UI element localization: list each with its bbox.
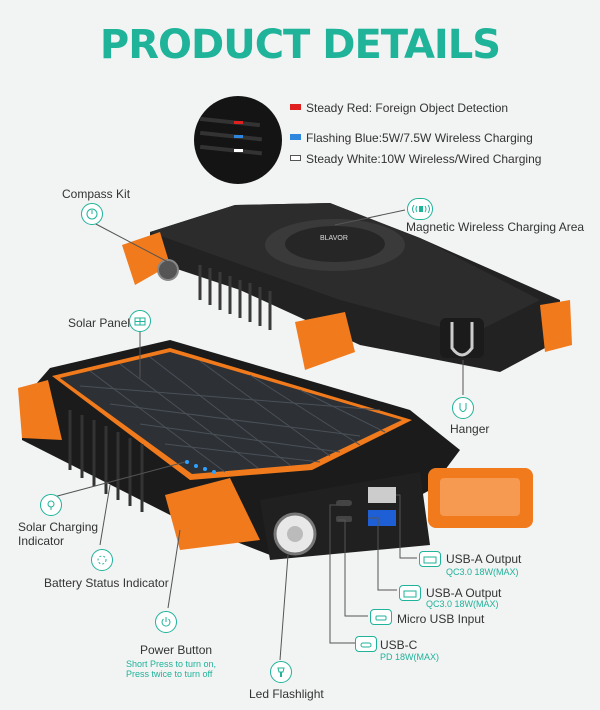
red-indicator-swatch <box>290 104 301 110</box>
usb-c-icon <box>355 636 377 652</box>
micro-usb-port-icon <box>336 516 352 522</box>
power-note-line-2: Press twice to turn off <box>126 669 213 679</box>
blue-indicator-swatch <box>290 134 301 140</box>
magnetic-area-label: Magnetic Wireless Charging Area <box>406 220 585 234</box>
brand-text: BLAVOR <box>320 235 348 242</box>
hanger-callout-icon <box>452 397 474 419</box>
wireless-charging-icon <box>407 198 433 220</box>
power-note-line-1: Short Press to turn on, <box>126 659 217 669</box>
usb-c-port-icon <box>336 500 352 506</box>
solar-charging-indicator-label-2: Indicator <box>18 534 65 548</box>
powerbank-back: BLAVOR <box>122 203 572 372</box>
power-button-label: Power Button <box>140 643 213 657</box>
hanger-label: Hanger <box>450 422 490 436</box>
blue-led-icon <box>234 135 243 138</box>
solar-panel-label: Solar Panel <box>68 316 131 330</box>
power-button-icon <box>155 611 177 633</box>
usb-c-label: USB-C <box>380 638 418 652</box>
white-led-icon <box>234 149 243 152</box>
usb-a-output-1-icon <box>419 551 441 567</box>
led-flashlight-label: Led Flashlight <box>249 687 324 701</box>
usb-a-output-1-label: USB-A Output <box>446 552 522 566</box>
usb-a-output-2-spec: QC3.0 18W(MAX) <box>426 599 499 609</box>
red-led-icon <box>234 121 243 124</box>
battery-status-indicator-icon <box>91 549 113 571</box>
usb-c-spec: PD 18W(MAX) <box>380 652 440 662</box>
solar-charging-indicator-icon <box>40 494 62 516</box>
white-indicator-swatch <box>290 155 301 161</box>
usb-a-output-1-spec: QC3.0 18W(MAX) <box>446 567 519 577</box>
usb-a-port-2-icon <box>368 510 396 526</box>
white-indicator-label: Steady White:10W Wireless/Wired Charging <box>306 152 542 166</box>
usb-a-output-2-icon <box>399 585 421 601</box>
compass-kit-icon <box>81 203 103 225</box>
micro-usb-input-icon <box>370 609 392 625</box>
page-title: PRODUCT DETAILS <box>99 22 501 68</box>
powerbank-front <box>18 340 533 560</box>
micro-usb-input-label: Micro USB Input <box>397 612 485 626</box>
hanger-icon <box>450 322 474 357</box>
solar-charging-indicator-label-1: Solar Charging <box>18 520 99 534</box>
compass-icon <box>157 259 179 281</box>
compass-kit-label: Compass Kit <box>62 187 131 201</box>
usb-a-output-2-label: USB-A Output <box>426 586 502 600</box>
led-flashlight-icon <box>270 661 292 683</box>
indicator-zoom-circle <box>194 96 282 184</box>
red-indicator-label: Steady Red: Foreign Object Detection <box>306 101 509 115</box>
battery-status-indicator-label: Battery Status Indicator <box>44 576 169 590</box>
blue-indicator-label: Flashing Blue:5W/7.5W Wireless Charging <box>306 131 533 145</box>
solar-panel-icon <box>129 310 151 332</box>
usb-a-port-1-icon <box>368 487 396 503</box>
